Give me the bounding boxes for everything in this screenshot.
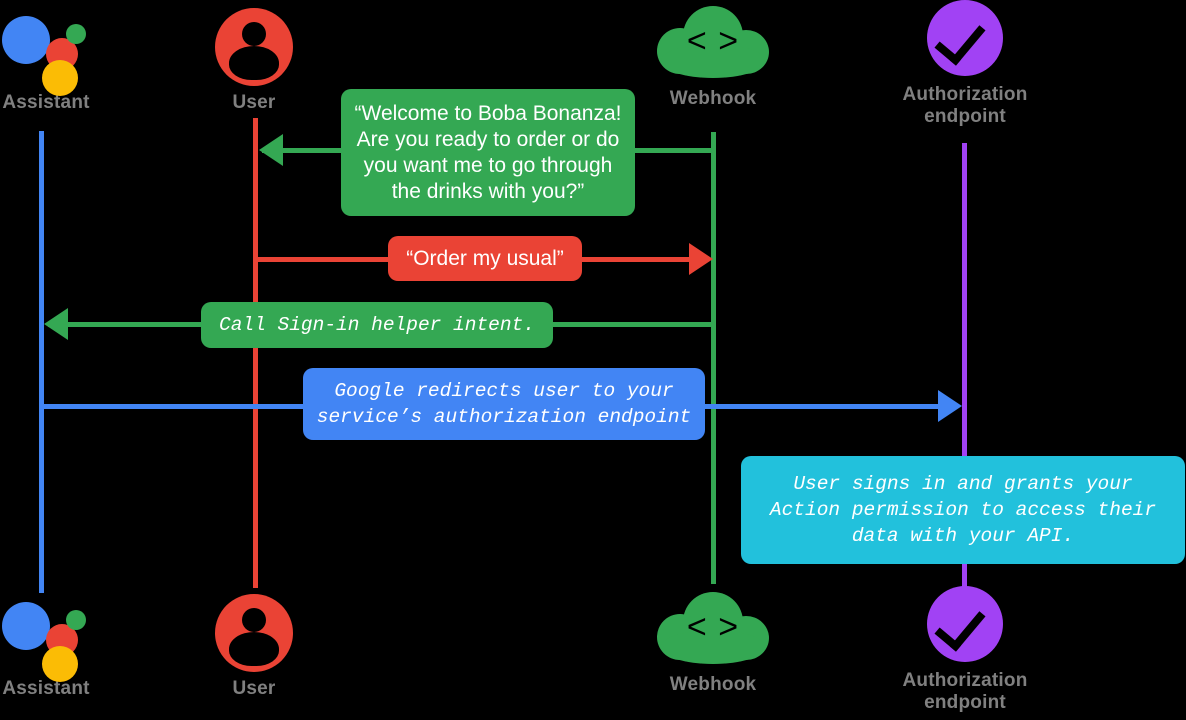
actor-label-user: User xyxy=(232,92,276,113)
lifeline-assistant xyxy=(39,131,44,593)
lifeline-user xyxy=(253,118,258,588)
google-assistant-icon xyxy=(0,8,92,96)
lifeline-authorization-endpoint xyxy=(962,143,967,591)
checkmark-icon xyxy=(934,598,986,652)
actor-webhook-top: < > Webhook xyxy=(640,6,786,110)
cloud-code-icon: < > xyxy=(657,592,769,670)
actor-user-bottom: User xyxy=(178,594,330,700)
actor-user-top: User xyxy=(178,8,330,114)
arrowhead-call-signin-helper-intent xyxy=(44,308,68,340)
actor-label-assistant: Assistant xyxy=(2,678,90,699)
actor-authorization-endpoint-top: Authorization endpoint xyxy=(880,0,1050,128)
actor-webhook-bottom: < > Webhook xyxy=(640,592,786,696)
actor-label-webhook: Webhook xyxy=(669,674,757,695)
message-bubble-welcome-greeting: “Welcome to Boba Bonanza! Are you ready … xyxy=(341,89,635,216)
cloud-base-icon xyxy=(661,630,765,664)
actor-assistant-bottom: Assistant xyxy=(0,594,92,700)
message-bubble-order-my-usual: “Order my usual” xyxy=(388,236,582,281)
assistant-yellow-dot-icon xyxy=(42,646,78,682)
actor-label-user: User xyxy=(232,678,276,699)
cloud-base-icon xyxy=(661,44,765,78)
purple-check-badge-icon xyxy=(927,0,1003,76)
lifeline-webhook xyxy=(711,132,716,584)
message-bubble-call-signin-helper-intent: Call Sign-in helper intent. xyxy=(201,302,553,348)
message-text-welcome-greeting: “Welcome to Boba Bonanza! Are you ready … xyxy=(354,101,622,203)
message-text-user-signs-in-grants-permission: User signs in and grants your Action per… xyxy=(769,473,1157,547)
actor-label-webhook: Webhook xyxy=(669,88,757,109)
user-avatar-icon xyxy=(215,594,293,672)
actor-label-assistant: Assistant xyxy=(2,92,90,113)
arrowhead-google-redirects-user xyxy=(938,390,962,422)
arrowhead-order-my-usual xyxy=(689,243,713,275)
assistant-blue-dot-icon xyxy=(2,16,50,64)
actor-label-authorization-endpoint: Authorization endpoint xyxy=(902,84,1028,127)
assistant-green-dot-icon xyxy=(66,24,86,44)
message-bubble-google-redirects-user: Google redirects user to your service’s … xyxy=(303,368,705,440)
assistant-yellow-dot-icon xyxy=(42,60,78,96)
actor-assistant-top: Assistant xyxy=(0,8,92,114)
checkmark-icon xyxy=(934,12,986,66)
assistant-green-dot-icon xyxy=(66,610,86,630)
message-text-order-my-usual: “Order my usual” xyxy=(406,246,564,270)
message-text-google-redirects-user: Google redirects user to your service’s … xyxy=(316,380,692,428)
actor-label-authorization-endpoint: Authorization endpoint xyxy=(902,670,1028,713)
cloud-code-icon: < > xyxy=(657,6,769,84)
actor-authorization-endpoint-bottom: Authorization endpoint xyxy=(880,586,1050,714)
message-bubble-user-signs-in-grants-permission: User signs in and grants your Action per… xyxy=(741,456,1185,564)
arrowhead-welcome-greeting xyxy=(259,134,283,166)
google-assistant-icon xyxy=(0,594,92,682)
code-brackets-icon: < > xyxy=(686,608,740,646)
code-brackets-icon: < > xyxy=(686,22,740,60)
assistant-blue-dot-icon xyxy=(2,602,50,650)
user-avatar-icon xyxy=(215,8,293,86)
message-text-call-signin-helper-intent: Call Sign-in helper intent. xyxy=(219,314,535,336)
purple-check-badge-icon xyxy=(927,586,1003,662)
